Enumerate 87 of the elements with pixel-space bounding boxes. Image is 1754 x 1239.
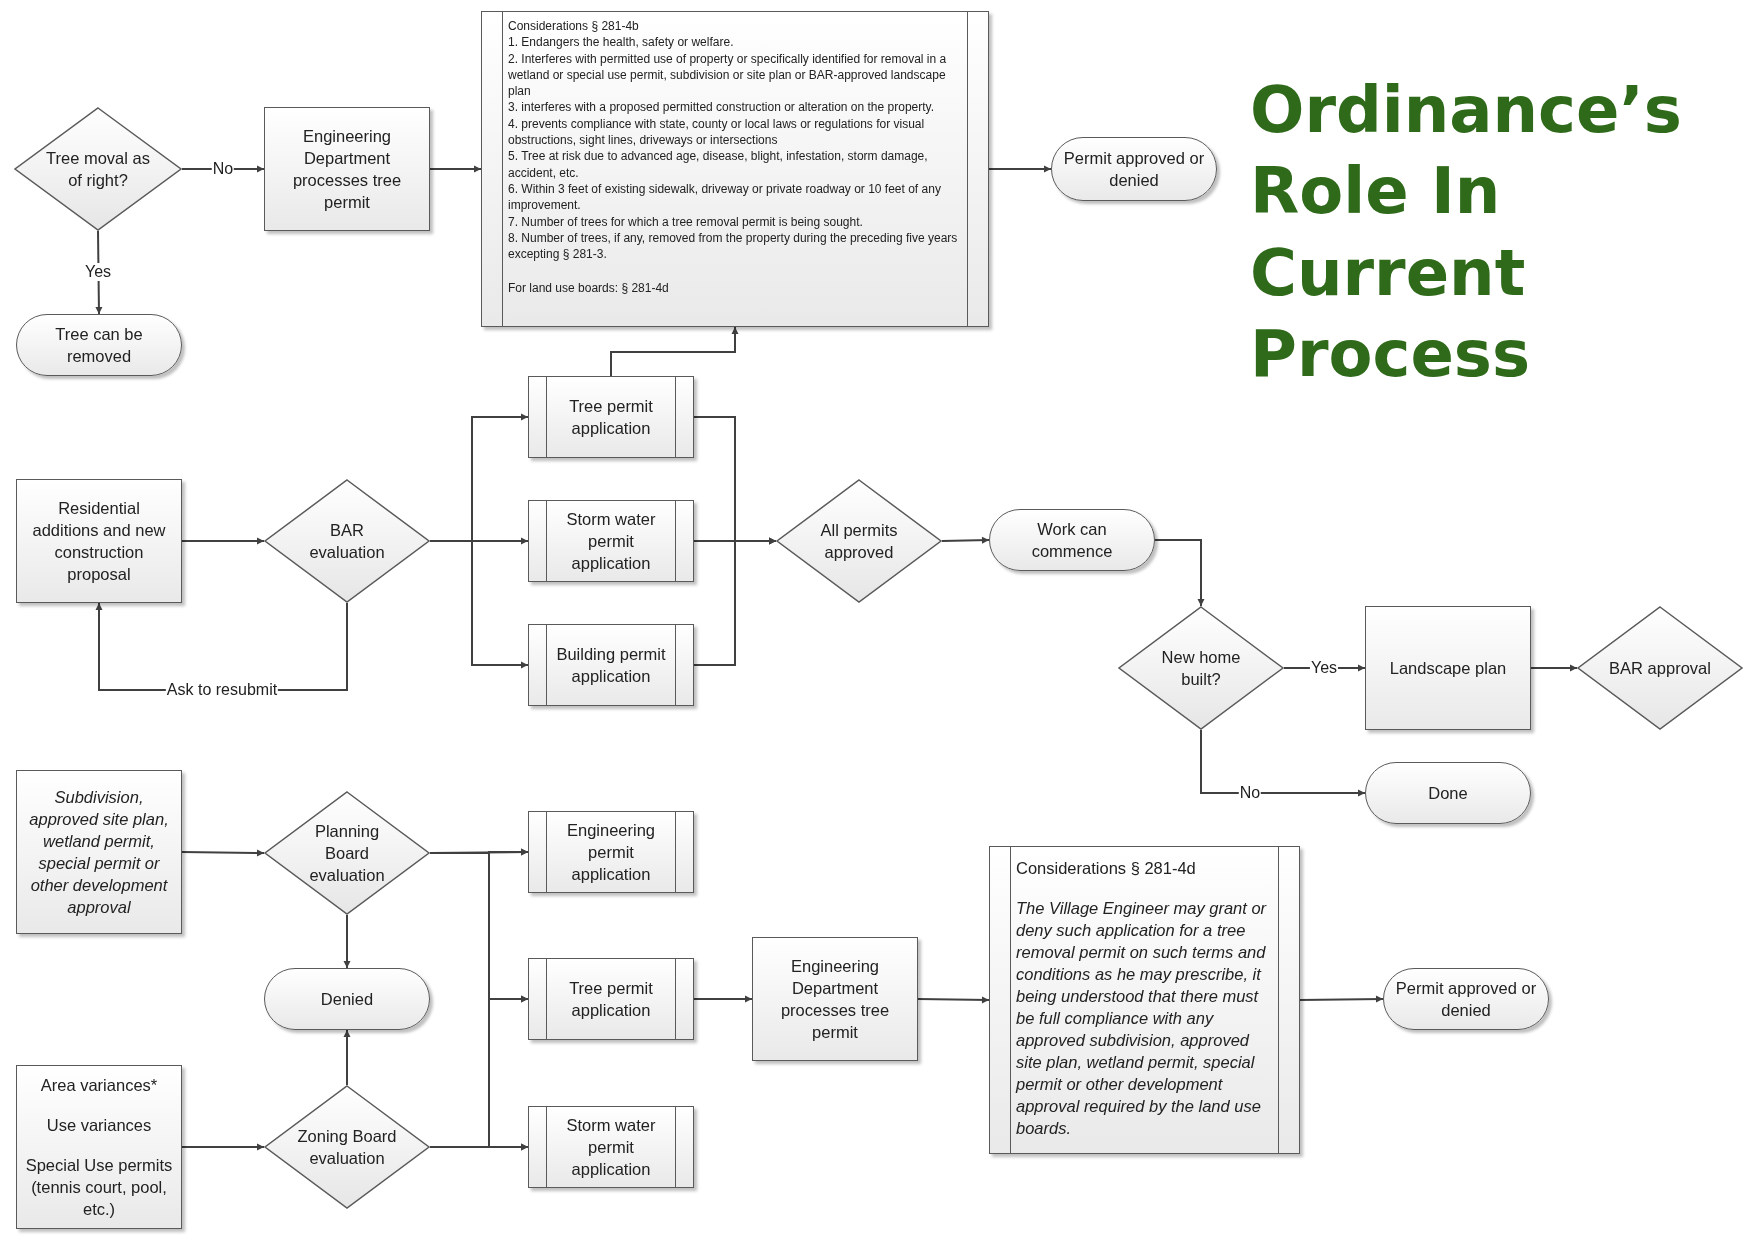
note-box bbox=[989, 846, 1300, 1154]
process-box bbox=[16, 479, 182, 603]
node-text: Permit approved or denied bbox=[1394, 978, 1538, 1021]
arrow bbox=[343, 914, 351, 969]
node-text: Special Use permits (tennis court, pool, etc.) bbox=[24, 1155, 174, 1220]
arrow bbox=[988, 165, 1052, 173]
terminal-pill bbox=[16, 314, 182, 376]
node-text: 8. Number of trees, if any, removed from the property during the preceding five years excepting § 281-3. bbox=[508, 229, 959, 263]
decision-diamond bbox=[1577, 606, 1743, 730]
node-text: 1. Endangers the health, safety or welfare. bbox=[508, 34, 734, 51]
arrow bbox=[917, 996, 990, 1004]
node-text: Residential additions and new construction proposal bbox=[31, 498, 167, 585]
terminal-pill bbox=[1051, 137, 1217, 201]
node-text: Building permit application bbox=[555, 644, 667, 687]
title: Ordinance’s Role In Current Process bbox=[1250, 72, 1683, 393]
subprocess-box bbox=[528, 958, 694, 1040]
node-text: New home built? bbox=[1160, 647, 1242, 690]
terminal-pill bbox=[989, 509, 1155, 571]
node-text: Tree moval as of right? bbox=[45, 148, 151, 191]
decision-diamond bbox=[264, 791, 430, 915]
arrow bbox=[610, 326, 739, 377]
node-text: 5. Tree at risk due to advanced age, disease, blight, infestation, storm damage, accident, etc. bbox=[508, 148, 929, 181]
decision-diamond bbox=[264, 1085, 430, 1209]
arrow bbox=[343, 1029, 351, 1086]
node-text: Storm water permit application bbox=[565, 509, 657, 574]
subprocess-box bbox=[528, 376, 694, 458]
node-text: Permit approved or denied bbox=[1062, 148, 1206, 191]
note-box bbox=[481, 11, 989, 327]
arrow bbox=[429, 540, 529, 669]
node-text: Planning Board evaluation bbox=[308, 821, 386, 886]
arrow bbox=[181, 1143, 265, 1151]
terminal-pill bbox=[264, 968, 430, 1030]
node-text: Tree permit application bbox=[568, 978, 654, 1021]
node-text: Engineering Department processes tree permit bbox=[779, 956, 891, 1043]
subprocess-box bbox=[528, 1106, 694, 1188]
node-text: Tree permit application bbox=[568, 396, 654, 439]
node-text: 7. Number of trees for which a tree removal permit is being sought. bbox=[508, 213, 863, 230]
node-text: All permits approved bbox=[819, 520, 899, 563]
arrow bbox=[941, 536, 990, 544]
arrow bbox=[429, 165, 482, 173]
decision-diamond bbox=[264, 479, 430, 603]
decision-diamond bbox=[1118, 606, 1284, 730]
decision-diamond bbox=[14, 107, 182, 231]
node-text: BAR approval bbox=[1609, 658, 1711, 679]
process-box bbox=[16, 770, 182, 934]
node-text: Denied bbox=[320, 989, 374, 1010]
process-box bbox=[1365, 606, 1531, 730]
arrow bbox=[181, 849, 265, 857]
node-text: Tree can be removed bbox=[54, 324, 144, 367]
node-text: Work can commence bbox=[1030, 519, 1114, 562]
node-text: 4. prevents compliance with state, county or local laws or regulations for visual obstructions, sight lines, driveways or intersections bbox=[508, 115, 926, 149]
terminal-pill bbox=[1365, 762, 1531, 824]
node-text: Engineering Department processes tree permit bbox=[291, 126, 403, 213]
arrow bbox=[181, 165, 265, 173]
arrow bbox=[1154, 539, 1205, 607]
subprocess-box bbox=[528, 500, 694, 582]
arrow bbox=[1299, 995, 1384, 1003]
decision-diamond bbox=[776, 479, 942, 603]
node-text: For land use boards: § 281-4d bbox=[508, 280, 669, 297]
process-box bbox=[752, 937, 918, 1061]
node-text: 6. Within 3 feet of existing sidewalk, driveway or private roadway or 10 feet of any improvement. bbox=[508, 180, 942, 214]
arrow bbox=[693, 537, 777, 666]
node-text: Storm water permit application bbox=[565, 1115, 657, 1180]
arrow bbox=[1200, 729, 1366, 797]
arrow bbox=[429, 1143, 529, 1151]
node-text: Zoning Board evaluation bbox=[296, 1126, 398, 1169]
node-text: Engineering permit application bbox=[565, 820, 657, 885]
node-text: 2. Interferes with permitted use of property or specifically identified for removal in a wetland or special use permit, subdivision or site plan or BAR-approved landscape plan bbox=[508, 50, 948, 100]
node-text: Considerations § 281-4b bbox=[508, 18, 639, 35]
subprocess-box bbox=[528, 811, 694, 893]
process-box bbox=[264, 107, 430, 231]
subprocess-box bbox=[528, 624, 694, 706]
node-text: 3. interferes with a proposed permitted construction or alteration on the property. bbox=[508, 99, 934, 116]
process-box bbox=[16, 1065, 182, 1229]
node-text: Considerations § 281-4d bbox=[1016, 858, 1196, 879]
terminal-pill bbox=[1383, 968, 1549, 1030]
node-text: The Village Engineer may grant or deny such application for a tree removal permit on such terms and conditions as he may prescribe, it being understood that there must be full compliance with any approved subdivision, approved site plan, wetland permit, special permit or other development approval required by the land use boards. bbox=[1016, 898, 1268, 1139]
node-text: Use variances bbox=[46, 1115, 152, 1136]
node-text: BAR evaluation bbox=[308, 520, 386, 563]
node-text: Done bbox=[1428, 783, 1468, 804]
edge-label: Yes bbox=[83, 263, 113, 281]
arrow bbox=[181, 537, 265, 545]
node-text: Landscape plan bbox=[1389, 658, 1507, 679]
arrow bbox=[1530, 664, 1578, 672]
arrow bbox=[693, 995, 753, 1003]
node-text: Subdivision, approved site plan, wetland permit, special permit or other development approval bbox=[28, 787, 170, 918]
node-text: Area variances* bbox=[40, 1075, 158, 1096]
